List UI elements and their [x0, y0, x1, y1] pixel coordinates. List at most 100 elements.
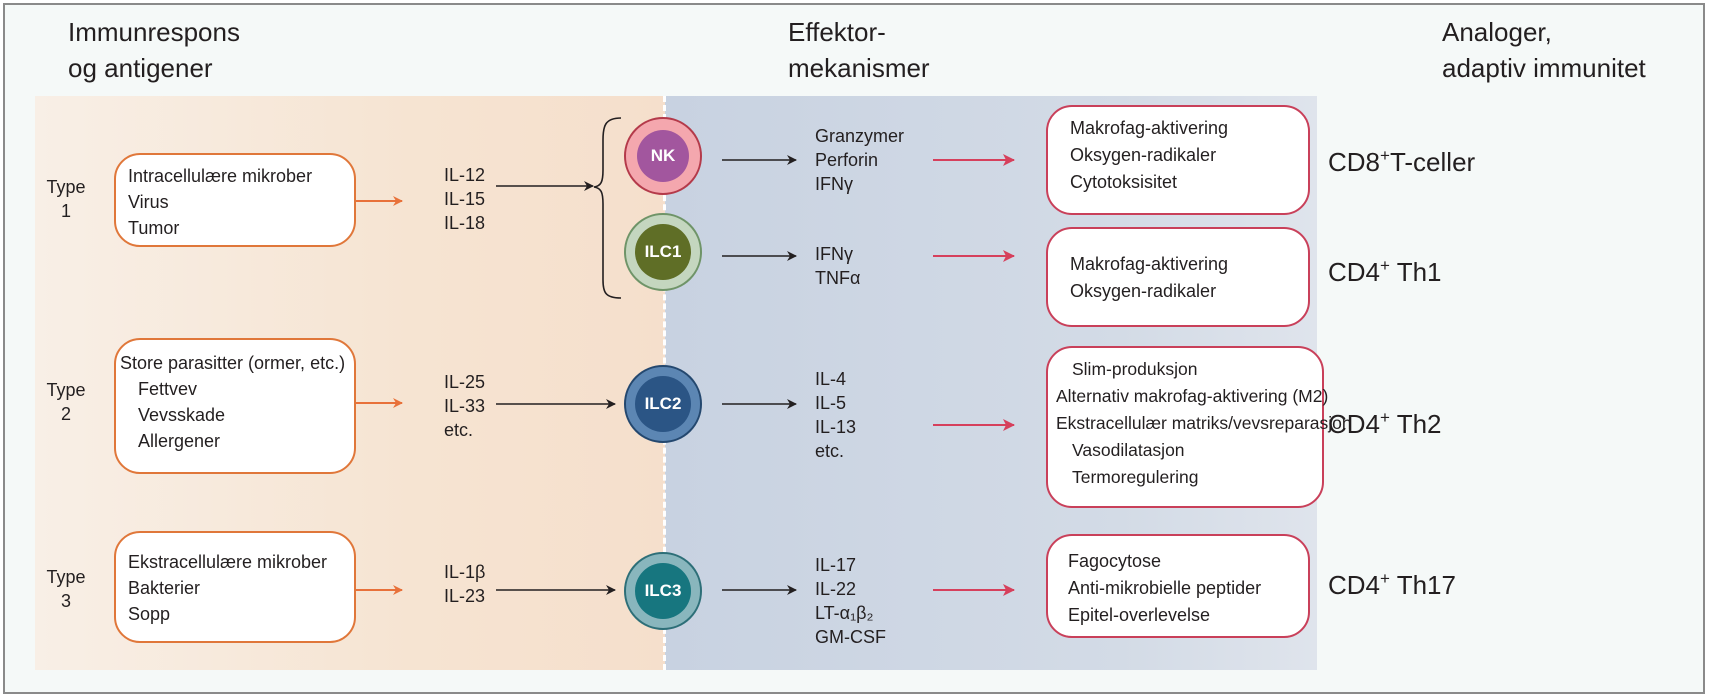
result-item: Alternativ makrofag-aktivering (M2) [1056, 386, 1329, 406]
result-item: Fagocytose [1068, 551, 1162, 571]
source-item: Vevsskade [138, 405, 226, 425]
analog-rest: Th2 [1389, 409, 1442, 439]
analog-sup: + [1380, 256, 1390, 275]
result-item: Ekstracellulær matriks/vevsreparasjon [1056, 413, 1352, 433]
header-line: Immunrespons [68, 17, 240, 47]
inducer-item: IL-1β [444, 562, 486, 582]
header-line: Effektor- [788, 17, 886, 47]
effector-item: Perforin [815, 150, 879, 170]
inducer-item: IL-33 [444, 396, 486, 416]
type-word: Type [46, 177, 86, 197]
source-item: Sopp [128, 604, 171, 624]
result-box-ilc1: Makrofag-aktivering Oksygen-radikaler [1046, 227, 1310, 327]
header-line: mekanismer [788, 53, 930, 83]
effector-item: LT-α₁β₂ [815, 603, 874, 623]
analog-rest: T-celler [1389, 147, 1476, 177]
inducers-type-3: IL-1β IL-23 [444, 560, 485, 608]
effector-item: IL-5 [815, 393, 847, 413]
analog-main: CD4 [1328, 257, 1381, 287]
result-item: Slim-produksjon [1072, 359, 1198, 379]
source-item: Ekstracellulære mikrober [128, 552, 328, 572]
nk-cell: NK [624, 117, 702, 195]
result-item: Makrofag-aktivering [1070, 254, 1229, 274]
analog-main: CD4 [1328, 409, 1381, 439]
effector-item: IL-22 [815, 579, 857, 599]
inducer-item: etc. [444, 420, 474, 440]
inducer-item: IL-23 [444, 586, 486, 606]
type-word: Type [46, 567, 86, 587]
source-item: Intracellulære mikrober [128, 166, 313, 186]
source-item: Tumor [128, 218, 180, 238]
result-item: Cytotoksisitet [1070, 172, 1178, 192]
header-immune-response: Immunrespons og antigener [68, 14, 240, 86]
ilc2-cell-label: ILC2 [635, 376, 691, 432]
analog-main: CD4 [1328, 570, 1381, 600]
effectors-ilc1: IFNγ TNFα [815, 242, 860, 290]
header-effector-mechanisms: Effektor- mekanismer [788, 14, 930, 86]
analog-rest: Th1 [1389, 257, 1442, 287]
type-1-label: Type 1 [36, 175, 96, 223]
effector-item: IFNγ [815, 174, 853, 194]
result-item: Makrofag-aktivering [1070, 118, 1229, 138]
result-box-nk: Makrofag-aktivering Oksygen-radikaler Cy… [1046, 105, 1310, 215]
effector-item: IFNγ [815, 244, 853, 264]
result-item: Epitel-overlevelse [1068, 605, 1211, 625]
nk-cell-label: NK [637, 130, 689, 182]
result-item: Vasodilatasjon [1072, 440, 1185, 460]
analog-cd4-th17: CD4+ Th17 [1328, 569, 1456, 601]
source-box-type-2: Store parasitter (ormer, etc.) Fettvev V… [114, 338, 356, 474]
analog-cd4-th1: CD4+ Th1 [1328, 256, 1442, 288]
effector-item: IL-4 [815, 369, 847, 389]
header-adaptive-analogs: Analoger, adaptiv immunitet [1442, 14, 1646, 86]
type-2-label: Type 2 [36, 378, 96, 426]
effector-item: IL-17 [815, 555, 857, 575]
effector-item: TNFα [815, 268, 861, 288]
effector-item: etc. [815, 441, 845, 461]
effector-item: Granzymer [815, 126, 905, 146]
ilc2-cell: ILC2 [624, 365, 702, 443]
result-item: Termoregulering [1072, 467, 1199, 487]
ilc1-cell: ILC1 [624, 213, 702, 291]
header-line: Analoger, [1442, 17, 1552, 47]
effectors-ilc2: IL-4 IL-5 IL-13 etc. [815, 367, 856, 463]
type-word: Type [46, 380, 86, 400]
source-item: Bakterier [128, 578, 201, 598]
inducer-item: IL-15 [444, 189, 486, 209]
source-item: Virus [128, 192, 169, 212]
result-box-ilc3: Fagocytose Anti-mikrobielle peptider Epi… [1046, 534, 1310, 638]
type-number: 3 [60, 591, 71, 611]
result-item: Oksygen-radikaler [1070, 281, 1217, 301]
analog-rest: Th17 [1389, 570, 1456, 600]
source-item: Allergener [138, 431, 221, 451]
result-box-ilc2: Slim-produksjon Alternativ makrofag-akti… [1046, 346, 1352, 508]
source-box-type-3: Ekstracellulære mikrober Bakterier Sopp [114, 531, 356, 643]
inducers-type-2: IL-25 IL-33 etc. [444, 370, 485, 442]
header-line: adaptiv immunitet [1442, 53, 1646, 83]
inducers-type-1: IL-12 IL-15 IL-18 [444, 163, 485, 235]
inducer-item: IL-12 [444, 165, 486, 185]
analog-main: CD8 [1328, 147, 1381, 177]
type-number: 2 [60, 404, 71, 424]
type-number: 1 [60, 201, 71, 221]
analog-sup: + [1380, 408, 1390, 427]
effectors-ilc3: IL-17 IL-22 LT-α₁β₂ GM-CSF [815, 553, 886, 649]
effector-item: IL-13 [815, 417, 857, 437]
source-item: Store parasitter (ormer, etc.) [120, 353, 346, 373]
ilc1-cell-label: ILC1 [635, 224, 691, 280]
inducer-item: IL-25 [444, 372, 486, 392]
header-line: og antigener [68, 53, 213, 83]
analog-sup: + [1380, 146, 1390, 165]
analog-sup: + [1380, 569, 1390, 588]
ilc3-cell-label: ILC3 [635, 563, 691, 619]
effector-item: GM-CSF [815, 627, 886, 647]
source-item: Fettvev [138, 379, 198, 399]
inducer-item: IL-18 [444, 213, 486, 233]
effectors-nk: Granzymer Perforin IFNγ [815, 124, 904, 196]
analog-cd4-th2: CD4+ Th2 [1328, 408, 1442, 440]
source-box-type-1: Intracellulære mikrober Virus Tumor [114, 153, 356, 247]
result-item: Oksygen-radikaler [1070, 145, 1217, 165]
analog-cd8-t-cells: CD8+T-celler [1328, 146, 1475, 178]
result-item: Anti-mikrobielle peptider [1068, 578, 1262, 598]
ilc3-cell: ILC3 [624, 552, 702, 630]
type-3-label: Type 3 [36, 565, 96, 613]
